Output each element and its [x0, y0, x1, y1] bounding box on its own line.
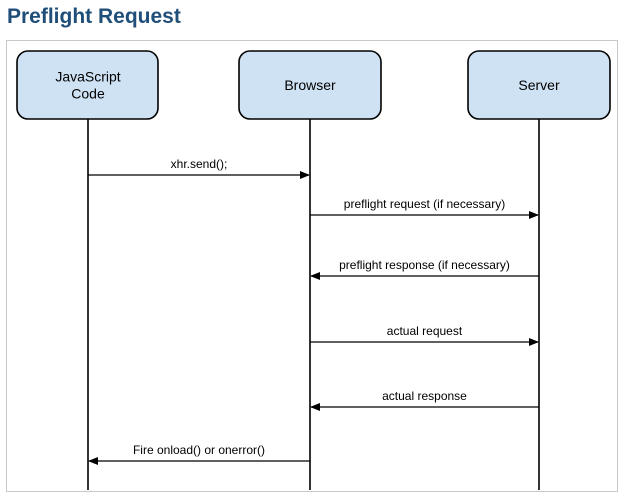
participant-label-js-0: JavaScript [55, 69, 120, 85]
message-label-1: preflight request (if necessary) [344, 197, 505, 211]
messages: xhr.send(); preflight request (if necessa… [88, 157, 539, 465]
participant-box-browser [238, 50, 382, 120]
participant-box-js [16, 50, 159, 120]
message-5: Fire onload() or onerror() [88, 443, 310, 465]
message-label-5: Fire onload() or onerror() [133, 443, 265, 457]
message-label-3: actual request [387, 324, 463, 338]
participant-server: Server [467, 50, 611, 120]
message-2: preflight response (if necessary) [310, 258, 539, 280]
message-0: xhr.send(); [88, 157, 310, 179]
message-1: preflight request (if necessary) [310, 197, 539, 219]
participant-browser: Browser [238, 50, 382, 120]
participant-label-js-1: Code [71, 86, 105, 102]
message-3: actual request [310, 324, 539, 346]
participant-label-browser-0: Browser [284, 77, 336, 93]
participant-label-server-0: Server [518, 77, 560, 93]
message-4: actual response [310, 389, 539, 411]
participant-box-server [467, 50, 611, 120]
message-label-0: xhr.send(); [171, 157, 228, 171]
message-label-4: actual response [382, 389, 467, 403]
page-title: Preflight Request [7, 5, 181, 28]
lifelines [87, 119, 540, 490]
message-label-2: preflight response (if necessary) [339, 258, 510, 272]
